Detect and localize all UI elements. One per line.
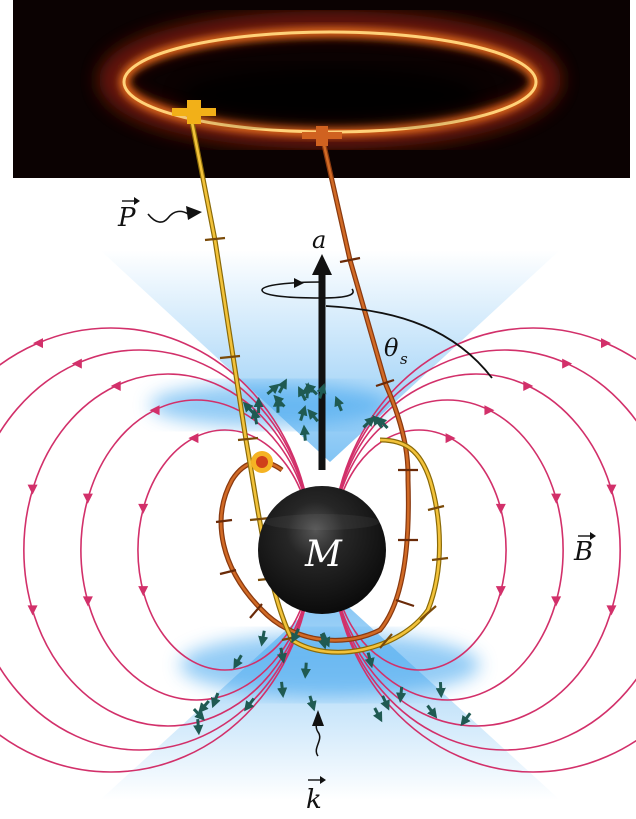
ray-secondary-ticks: [215, 256, 418, 619]
wave-arrow: [306, 695, 317, 712]
wave-arrow: [244, 697, 256, 712]
field-arrow: [495, 586, 506, 597]
wave-arrow: [198, 699, 210, 714]
mass-label: M: [304, 534, 343, 575]
spin-axis-arrowhead: [312, 254, 332, 275]
wavevector-symbol: k: [306, 785, 322, 815]
field-arrow: [71, 358, 82, 369]
wave-arrow: [298, 386, 308, 402]
wave-arrow: [193, 719, 204, 736]
wave-arrow: [396, 686, 407, 703]
upper-cone: [100, 250, 560, 462]
wave-arrow: [266, 383, 280, 396]
wavevector-arrow-icon: [312, 710, 324, 726]
wave-arrow: [258, 630, 269, 647]
jet-cones: [100, 250, 560, 800]
wave-arrow: [372, 414, 384, 429]
theta-arc: [325, 305, 493, 379]
wave-arrow: [316, 383, 327, 399]
theta-subscript: s: [400, 350, 408, 368]
black-hole-image-panel: [13, 0, 630, 178]
polarization-label: P: [117, 197, 202, 233]
theta-symbol: θ: [384, 334, 399, 362]
wave-arrow: [250, 408, 261, 425]
wave-arrow: [426, 704, 438, 719]
field-arrow: [562, 358, 573, 369]
wave-arrow: [300, 662, 311, 679]
wave-arrow: [277, 681, 288, 698]
emission-point: [251, 451, 273, 473]
wavevector-label: k: [306, 710, 326, 815]
wave-arrow: [372, 707, 383, 723]
field-arrow: [82, 493, 93, 504]
field-arrow: [110, 380, 121, 391]
field-arrow: [33, 338, 44, 349]
field-arrow: [484, 405, 495, 416]
field-arrow: [523, 380, 534, 391]
wave-arrow: [291, 628, 301, 644]
spin-axis: [261, 254, 493, 470]
field-arrow: [495, 503, 506, 514]
wave-arrow: [192, 708, 205, 721]
black-hole: [258, 486, 386, 614]
field-arrow: [149, 405, 160, 416]
field-arrow: [138, 586, 149, 597]
ray-secondary-cross: [302, 126, 342, 146]
wave-arrow: [460, 712, 472, 727]
field-arrow: [606, 484, 617, 495]
field-arrow: [188, 433, 199, 444]
wave-arrow: [299, 424, 310, 441]
wave-arrow: [362, 416, 376, 429]
polarization-symbol: P: [117, 203, 136, 233]
wave-arrow: [276, 647, 287, 664]
wave-arrow: [334, 395, 344, 412]
spin-label: a: [312, 226, 326, 254]
field-label: B: [573, 532, 596, 567]
field-arrow: [445, 433, 456, 444]
field-arrow: [606, 605, 617, 616]
wave-arrow: [277, 378, 287, 394]
field-arrow: [551, 596, 562, 607]
wave-arrow: [317, 633, 328, 650]
wave-arrow: [242, 401, 255, 415]
field-symbol: B: [573, 537, 593, 567]
field-arrow: [82, 596, 93, 607]
field-arrow: [27, 605, 38, 616]
field-arrow: [138, 503, 149, 514]
field-arrow: [27, 484, 38, 495]
field-arrow: [600, 338, 611, 349]
rotation-arrow: [261, 281, 354, 299]
wave-arrow: [211, 692, 221, 709]
wave-arrow: [435, 681, 446, 699]
ray-primary-cross: [172, 100, 216, 124]
polarization-arrow-icon: [186, 206, 202, 220]
field-arrow: [551, 493, 562, 504]
wave-arrows: [192, 378, 472, 736]
lower-cone-bright: [180, 633, 480, 697]
wave-arrow: [297, 405, 308, 421]
inner-shadow: [180, 67, 480, 123]
wave-arrow: [380, 695, 390, 711]
angle-label: θ s: [384, 334, 408, 368]
wave-arrow: [302, 382, 313, 399]
wave-arrow: [307, 408, 319, 423]
upper-cone-bright: [150, 383, 390, 427]
black-hole-sphere: [258, 486, 386, 614]
wave-arrow: [364, 652, 375, 669]
wave-arrow: [233, 654, 243, 670]
